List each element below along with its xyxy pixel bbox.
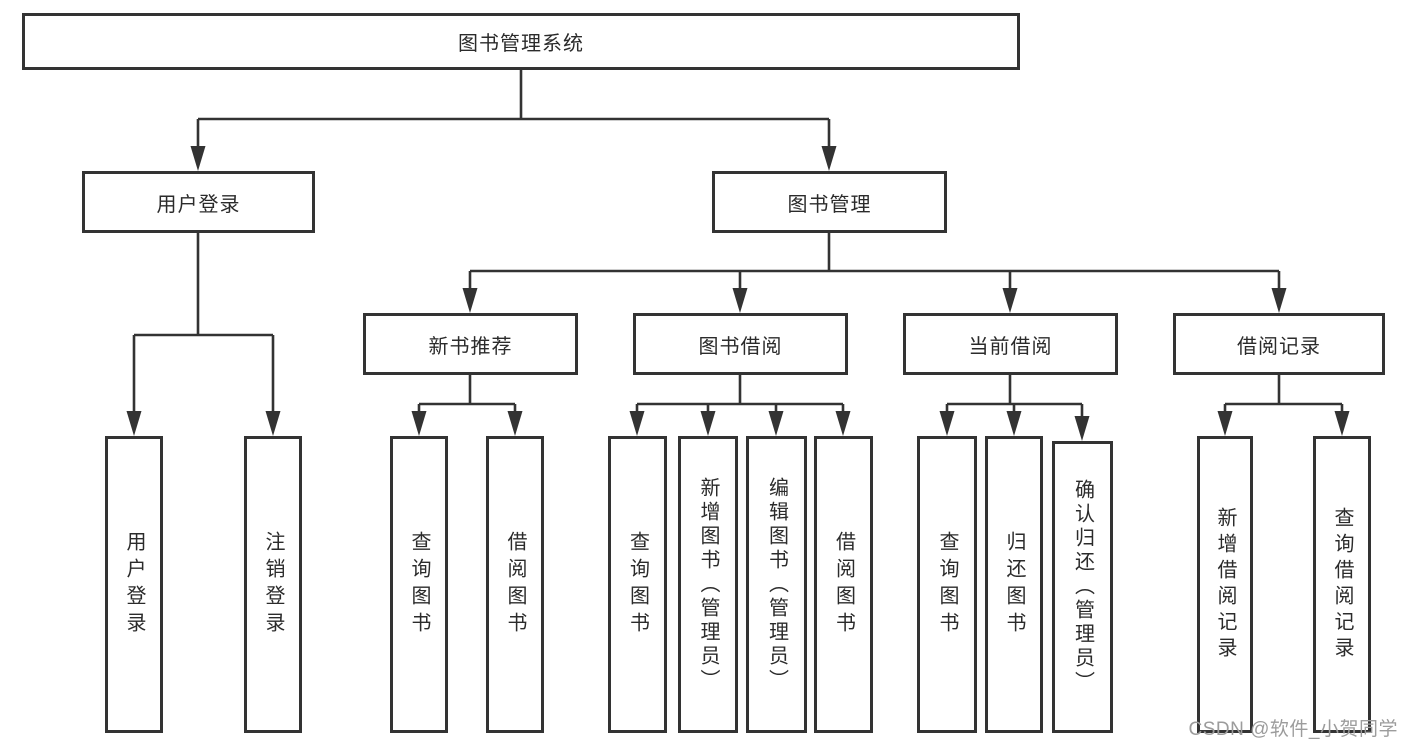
leaf-current-return-books: 归还图书 (985, 436, 1043, 733)
leaf-label: 新增图书（管理员） (697, 476, 719, 693)
leaf-label: 注销登录 (262, 530, 284, 639)
leaf-label: 编辑图书（管理员） (765, 476, 788, 693)
leaf-current-confirm-return-admin: 确认归还（管理员） (1052, 441, 1113, 733)
leaf-current-query-books: 查询图书 (917, 436, 977, 733)
leaf-label: 用户登录 (123, 530, 145, 639)
node-root: 图书管理系统 (22, 13, 1020, 70)
leaf-records-add-record: 新增借阅记录 (1197, 436, 1253, 733)
leaf-records-query-record: 查询借阅记录 (1313, 436, 1371, 733)
node-label: 用户登录 (156, 193, 241, 216)
leaf-label: 查询图书 (408, 530, 430, 639)
leaf-label: 借阅图书 (504, 530, 526, 639)
leaf-user-login: 用户登录 (105, 436, 163, 733)
leaf-label: 确认归还（管理员） (1071, 479, 1094, 695)
leaf-label: 借阅图书 (832, 530, 855, 639)
leaf-label: 查询借阅记录 (1331, 506, 1353, 663)
leaf-recommend-borrow-books: 借阅图书 (486, 436, 544, 733)
leaf-borrowing-add-books-admin: 新增图书（管理员） (678, 436, 738, 733)
node-current-borrowing: 当前借阅 (903, 313, 1118, 375)
leaf-borrowing-query-books: 查询图书 (608, 436, 667, 733)
node-label: 借阅记录 (1237, 335, 1321, 358)
leaf-recommend-query-books: 查询图书 (390, 436, 448, 733)
leaf-label: 归还图书 (1003, 530, 1025, 639)
node-label: 新书推荐 (428, 335, 513, 358)
leaf-borrowing-borrow-books: 借阅图书 (814, 436, 873, 733)
node-label: 当前借阅 (968, 335, 1053, 358)
node-label: 图书管理 (787, 193, 872, 216)
node-book-borrowing: 图书借阅 (633, 313, 848, 375)
leaf-label: 查询图书 (626, 530, 649, 639)
node-book-management: 图书管理 (712, 171, 947, 233)
leaf-label: 新增借阅记录 (1214, 506, 1236, 663)
node-borrowing-records: 借阅记录 (1173, 313, 1385, 375)
node-label: 图书借阅 (698, 335, 783, 358)
node-new-book-recommend: 新书推荐 (363, 313, 578, 375)
leaf-borrowing-edit-books-admin: 编辑图书（管理员） (746, 436, 807, 733)
node-label: 图书管理系统 (458, 33, 584, 55)
leaf-logout: 注销登录 (244, 436, 302, 733)
watermark: CSDN @软件_小贺同学 (1188, 719, 1398, 740)
leaf-label: 查询图书 (936, 530, 958, 639)
node-user-login: 用户登录 (82, 171, 315, 233)
